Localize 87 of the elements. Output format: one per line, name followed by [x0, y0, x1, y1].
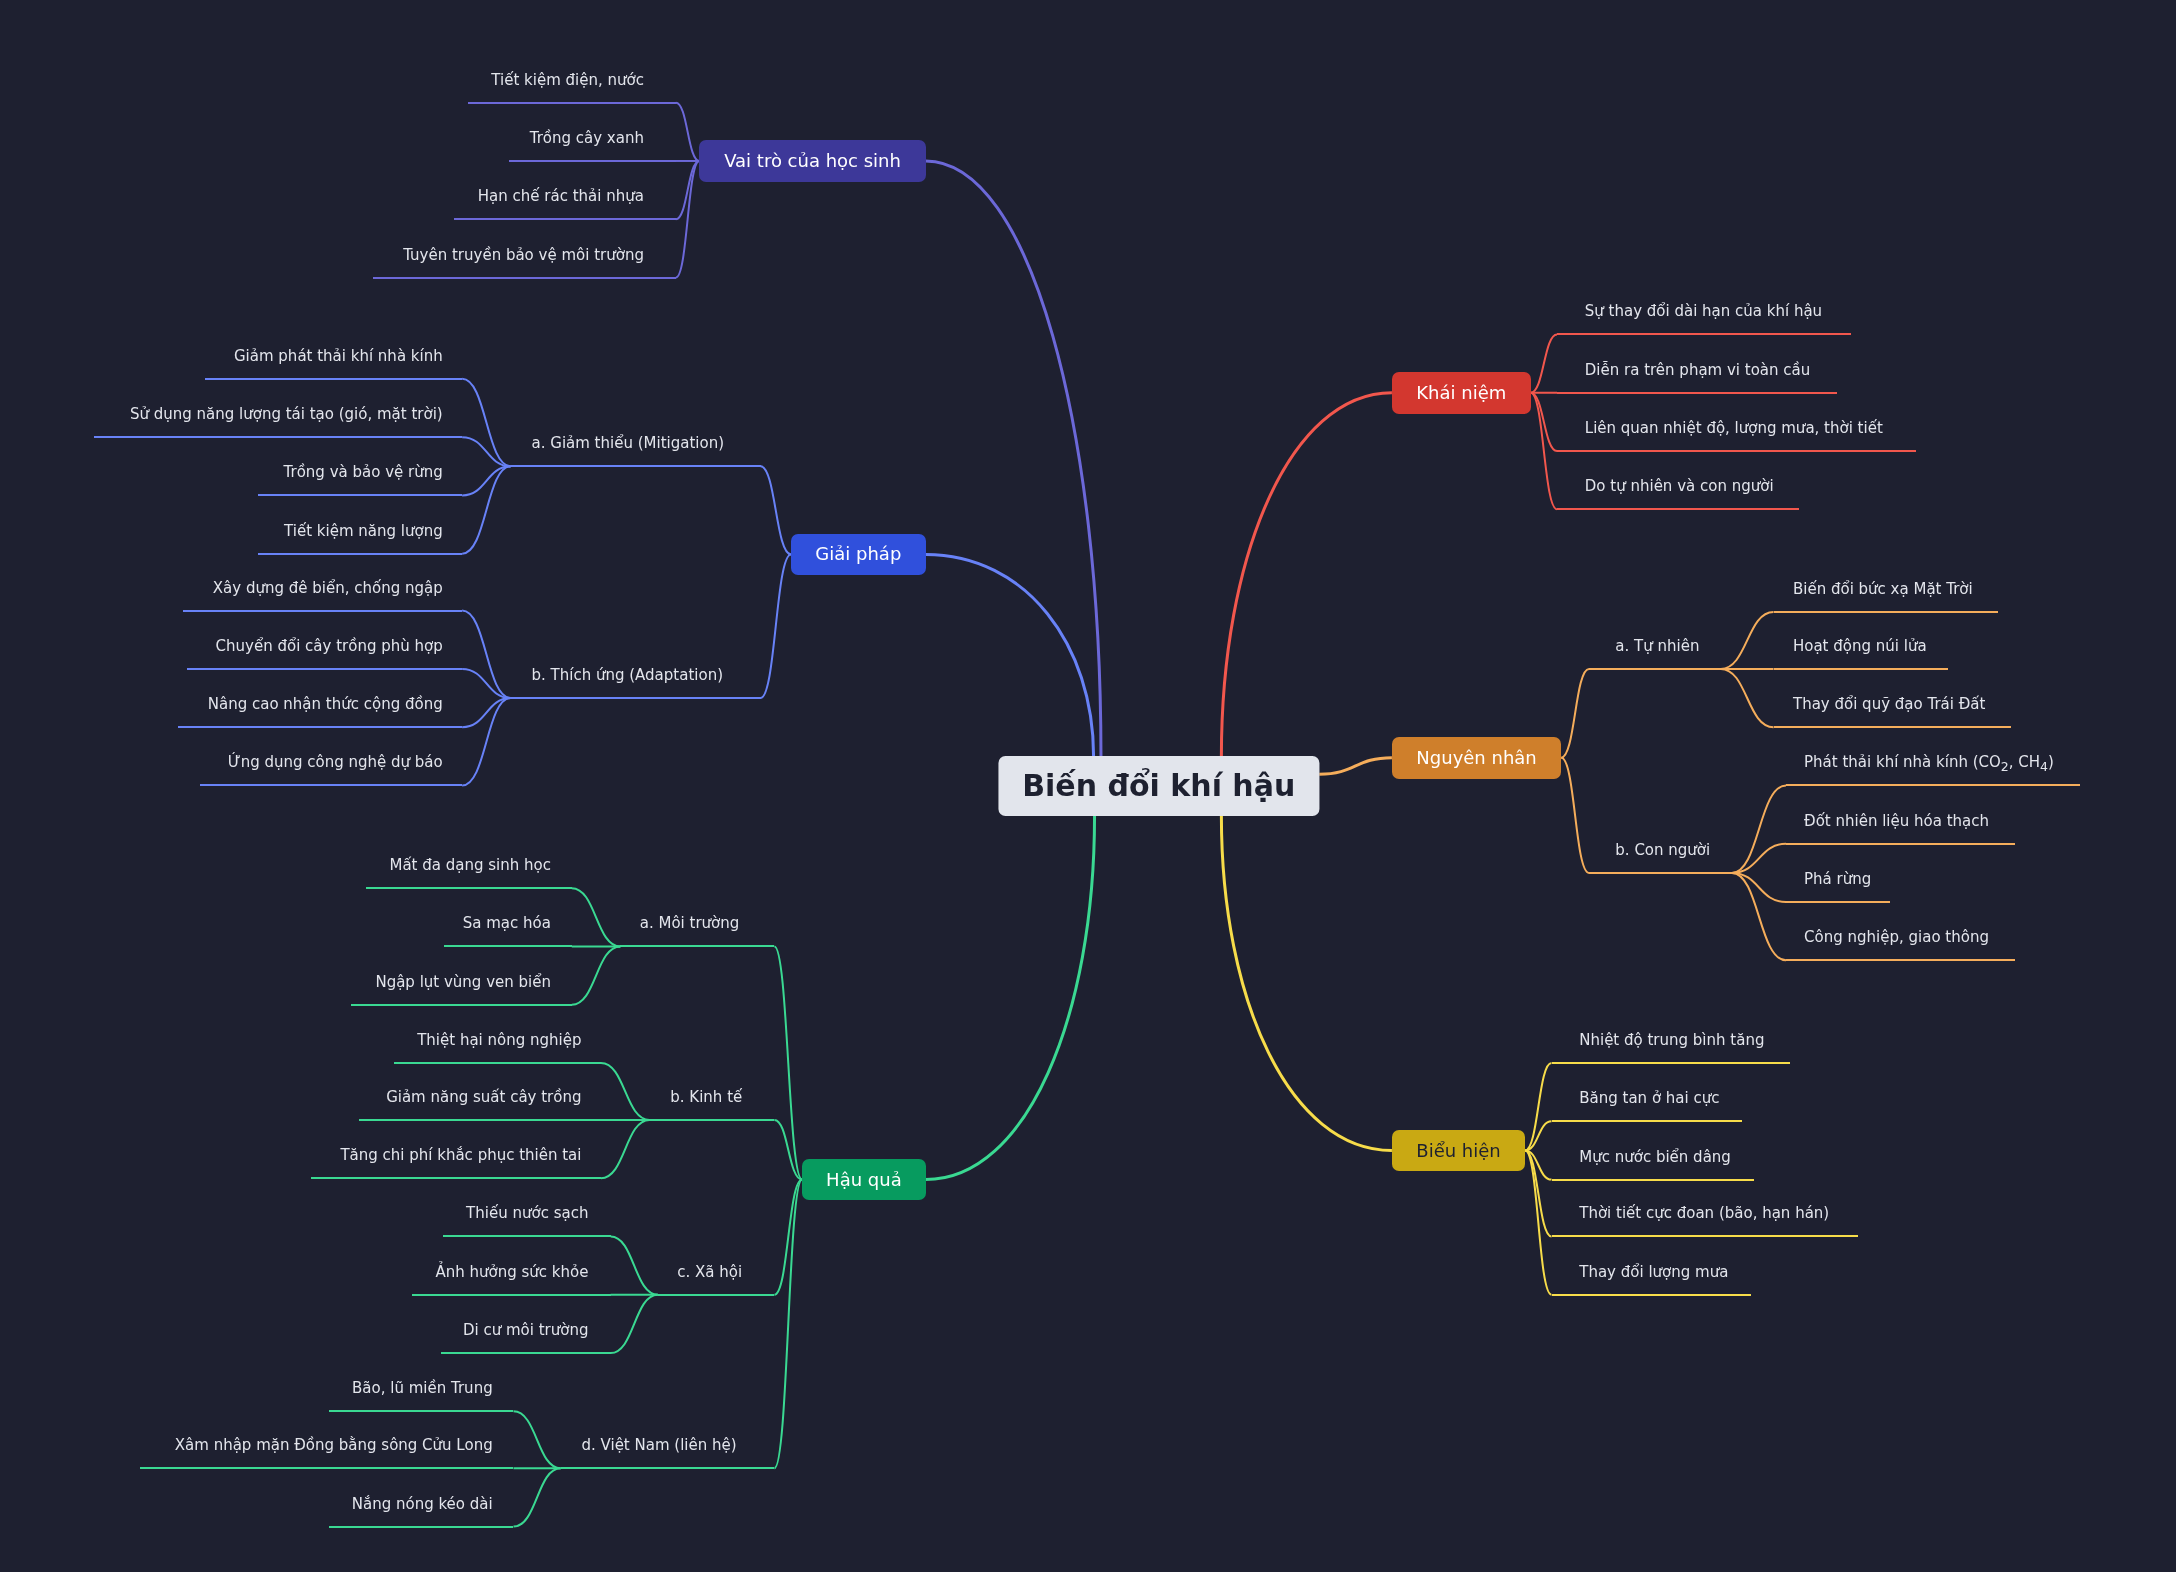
connector-line	[1319, 756, 1392, 776]
connector-line	[1719, 667, 1775, 729]
connector-line	[1529, 391, 1559, 511]
leaf-topic-label: Sử dụng năng lượng tái tạo (gió, mặt trời)	[94, 401, 463, 439]
subtopic-label: a. Giảm thiểu (Mitigation)	[510, 430, 761, 468]
connector-line	[461, 465, 512, 555]
subtopic-label: b. Con người	[1588, 836, 1732, 874]
subtopic-label: Phát thải khí nhà kính (CO$_{2}$, CH$_{4}$)	[1786, 749, 2081, 787]
connector-line	[1524, 1149, 1553, 1296]
branch-topic-box: Giải pháp	[791, 534, 926, 575]
connector-line	[925, 159, 1103, 757]
leaf-topic-label: Sa mạc hóa	[444, 910, 572, 948]
leaf-topic-label: Xâm nhập mặn Đồng bằng sông Cửu Long	[140, 1432, 514, 1470]
connector-line	[570, 945, 622, 1006]
connector-line	[759, 553, 793, 700]
leaf-topic-label: Tăng chi phí khắc phục thiên tai	[310, 1142, 601, 1180]
subtopic-label: Sự thay đổi dài hạn của khí hậu	[1557, 298, 1852, 336]
connector-line	[609, 1293, 659, 1355]
leaf-topic-label: Hạn chế rác thải nhựa	[453, 183, 676, 221]
subtopic-label: Công nghiệp, giao thông	[1786, 924, 2015, 962]
connector-line	[1529, 333, 1559, 394]
central-topic-box: Biến đổi khí hậu	[998, 756, 1320, 816]
subtopic-label: c. Xã hội	[657, 1258, 775, 1296]
leaf-topic-label: Thiệt hại nông nghiệp	[394, 1027, 601, 1064]
connector-line	[1524, 1149, 1553, 1238]
branch-topic-box: Vai trò của học sinh	[699, 140, 926, 182]
connector-line	[674, 101, 701, 162]
leaf-topic-label: Tiết kiệm điện, nước	[467, 66, 676, 104]
leaf-topic-label: Tiết kiệm năng lượng	[258, 517, 463, 555]
connector-line	[1560, 667, 1590, 759]
subtopic-label: Đốt nhiên liệu hóa thạch	[1786, 807, 2015, 845]
leaf-topic-label: Di cư môi trường	[441, 1317, 611, 1355]
leaf-topic-label: Giảm phát thải khí nhà kính	[205, 342, 463, 380]
connector-line	[925, 552, 1096, 757]
subtopic-label: Phá rừng	[1786, 866, 1891, 904]
leaf-topic-label: Giảm năng suất cây trồng	[359, 1083, 601, 1121]
leaf-topic-label: Ảnh hưởng sức khỏe	[412, 1258, 611, 1296]
leaf-topic-label: Nâng cao nhận thức cộng đồng	[177, 691, 463, 729]
connector-line	[674, 159, 701, 279]
subtopic-label: Hoạt động núi lửa	[1773, 632, 1949, 670]
branch-topic-box: Hậu quả	[802, 1158, 926, 1201]
connector-line	[512, 1467, 562, 1470]
subtopic-label: Băng tan ở hai cực	[1551, 1085, 1742, 1123]
subtopic-label: Thay đổi lượng mưa	[1551, 1258, 1752, 1296]
leaf-topic-label: Mất đa dạng sinh học	[366, 852, 572, 890]
subtopic-label: a. Tự nhiên	[1588, 632, 1721, 670]
connector-line	[1730, 871, 1788, 962]
connector-line	[599, 1118, 651, 1180]
leaf-topic-label: Thiếu nước sạch	[442, 1200, 611, 1238]
connector-line	[773, 1178, 804, 1296]
leaf-topic-label: Trồng cây xanh	[509, 124, 676, 162]
subtopic-label: b. Kinh tế	[649, 1083, 775, 1121]
subtopic-label: Thời tiết cực đoan (bão, hạn hán)	[1551, 1200, 1859, 1238]
subtopic-label: Do tự nhiên và con người	[1557, 473, 1799, 511]
leaf-topic-label: Trồng và bảo vệ rừng	[258, 459, 463, 497]
connector-line	[925, 815, 1097, 1182]
connector-line	[461, 697, 512, 787]
subtopic-label: Thay đổi quỹ đạo Trái Đất	[1773, 691, 2011, 729]
connector-line	[1560, 756, 1590, 874]
subtopic-label: Mực nước biển dâng	[1551, 1143, 1755, 1181]
branch-topic-box: Biểu hiện	[1391, 1129, 1526, 1172]
branch-topic-box: Khái niệm	[1391, 371, 1531, 414]
subtopic-label: d. Việt Nam (liên hệ)	[560, 1432, 775, 1470]
connector-line	[609, 1235, 659, 1296]
leaf-topic-label: Nắng nóng kéo dài	[328, 1490, 514, 1528]
leaf-topic-label: Xây dựng đê biển, chống ngập	[183, 574, 463, 612]
subtopic-label: Biến đổi bức xạ Mặt Trời	[1773, 576, 1999, 613]
subtopic-label: Liên quan nhiệt độ, lượng mưa, thời tiết	[1557, 415, 1917, 452]
connector-line	[773, 1178, 804, 1470]
subtopic-label: b. Thích ứng (Adaptation)	[510, 662, 761, 700]
leaf-topic-label: Chuyển đổi cây trồng phù hợp	[187, 632, 463, 670]
connector-line	[512, 1467, 562, 1528]
leaf-topic-label: Ngập lụt vùng ven biển	[351, 968, 572, 1006]
leaf-topic-label: Bão, lũ miền Trung	[328, 1375, 514, 1413]
subtopic-label: a. Môi trường	[620, 910, 775, 948]
connector-line	[461, 465, 512, 497]
connector-line	[773, 945, 804, 1181]
subtopic-label: Nhiệt độ trung bình tăng	[1551, 1027, 1791, 1064]
connector-line	[1219, 815, 1393, 1152]
connector-line	[1219, 391, 1393, 757]
connector-line	[759, 465, 793, 556]
subtopic-label: Diễn ra trên phạm vi toàn cầu	[1557, 356, 1838, 394]
connector-line	[1524, 1062, 1553, 1152]
leaf-topic-label: Tuyên truyền bảo vệ môi trường	[373, 241, 676, 279]
connector-line	[570, 945, 622, 948]
leaf-topic-label: Ứng dụng công nghệ dự báo	[199, 749, 463, 787]
branch-topic-box: Nguyên nhân	[1391, 736, 1562, 779]
